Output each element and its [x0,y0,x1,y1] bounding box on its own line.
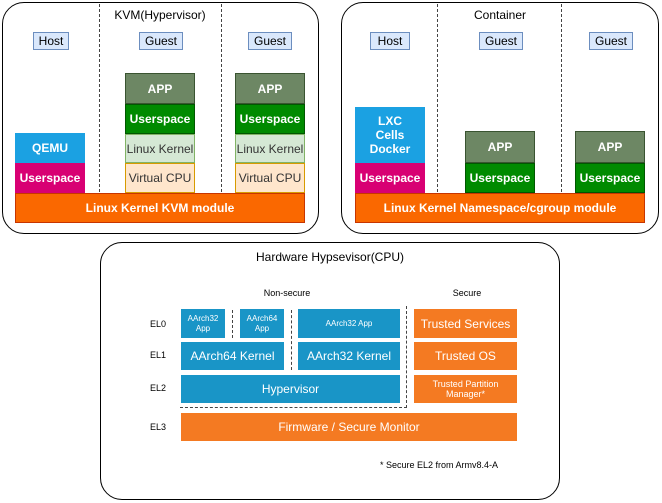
kvm-module: Linux Kernel KVM module [15,193,305,223]
firmware-secure-monitor: Firmware / Secure Monitor [181,413,517,441]
kvm-divider-2 [221,4,222,192]
kvm-divider-1 [99,4,100,192]
world-divider-bottom [180,407,407,408]
aarch64-kernel: AArch64 Kernel [181,342,284,370]
aarch64-app: AArch64 App [240,309,284,338]
container-guest2-tag: Guest [589,32,633,50]
aarch32-kernel: AArch32 Kernel [298,342,400,370]
kvm-guest1-kernel: Linux Kernel [125,134,195,163]
container-host-tag: Host [370,32,410,50]
container-title: Container [473,8,527,22]
container-host-userspace: Userspace [355,163,425,193]
el2-label: EL2 [149,383,166,393]
el1-label: EL1 [149,350,166,360]
hypervisor: Hypervisor [181,375,400,403]
container-guest2-app: APP [575,131,645,163]
container-guest2-userspace: Userspace [575,163,645,193]
hardware-title: Hardware Hypsevisor(CPU) [255,250,405,264]
container-guest1-app: APP [465,131,535,163]
kvm-guest2-kernel: Linux Kernel [235,134,305,163]
trusted-services: Trusted Services [414,309,517,338]
world-divider [406,306,407,408]
trusted-partition-manager: Trusted Partition Manager* [414,375,517,403]
el3-label: EL3 [149,422,166,432]
aarch32-app-1: AArch32 App [181,309,225,338]
kvm-guest2-userspace: Userspace [235,104,305,134]
kvm-guest2-cpu: Virtual CPU [235,163,305,193]
kvm-title: KVM(Hypervisor) [114,8,206,22]
kvm-guest2-app: APP [235,73,305,104]
aarch32-app-2: AArch32 App [298,309,400,338]
kvm-qemu: QEMU [15,133,85,163]
container-divider-2 [561,4,562,192]
kvm-guest2-tag: Guest [248,32,292,50]
kvm-guest1-tag: Guest [139,32,183,50]
container-module: Linux Kernel Namespace/cgroup module [355,193,645,223]
container-guest1-userspace: Userspace [465,163,535,193]
footnote: * Secure EL2 from Armv8.4-A [380,460,499,470]
el0-app-divider [232,310,233,338]
kvm-guest1-app: APP [125,73,195,104]
trusted-os: Trusted OS [414,342,517,370]
el01-vm-divider [291,310,292,370]
kvm-host-userspace: Userspace [15,163,85,193]
container-lxc: LXC Cells Docker [355,107,425,163]
kvm-host-tag: Host [33,32,69,50]
container-divider-1 [437,4,438,192]
nonsecure-label: Non-secure [263,288,311,298]
kvm-guest1-cpu: Virtual CPU [125,163,195,193]
el0-label: EL0 [149,319,166,329]
hardware-panel [100,242,560,500]
secure-label: Secure [452,288,482,298]
kvm-guest1-userspace: Userspace [125,104,195,134]
container-guest1-tag: Guest [479,32,523,50]
